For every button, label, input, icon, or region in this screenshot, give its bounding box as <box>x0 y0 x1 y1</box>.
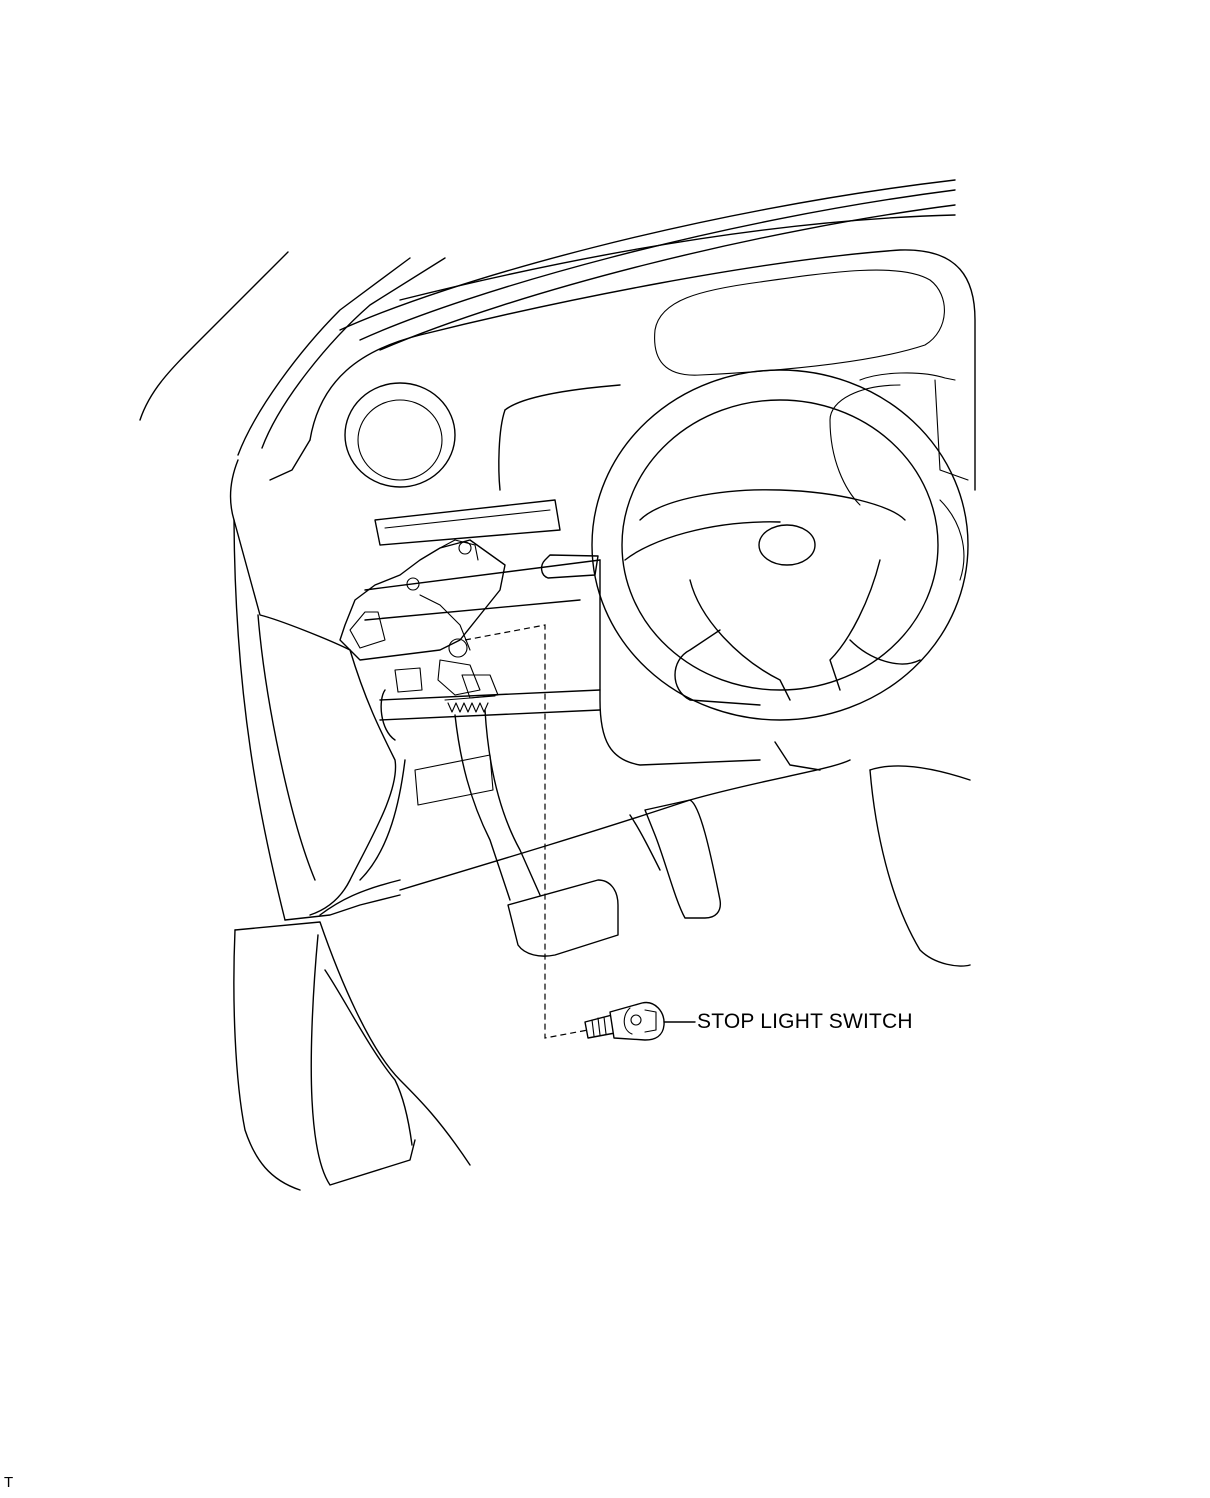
dash-top <box>309 179 976 491</box>
corner-code: T <box>4 1474 14 1491</box>
dashboard-panel <box>269 384 821 771</box>
pedal-bracket <box>339 539 506 713</box>
air-vent <box>344 382 456 488</box>
floor-sill <box>233 921 471 1191</box>
lower-dash <box>399 759 971 967</box>
steering-wheel <box>591 369 969 721</box>
side-panel <box>229 459 494 921</box>
brake-pedal <box>454 709 619 957</box>
column-lever <box>540 554 599 579</box>
stop-light-switch-label: STOP LIGHT SWITCH <box>697 1010 913 1033</box>
stop-light-switch-part <box>584 1001 665 1041</box>
accelerator-pedal <box>629 799 722 919</box>
a-pillar <box>139 251 446 456</box>
installation-guide-line <box>464 624 589 1039</box>
